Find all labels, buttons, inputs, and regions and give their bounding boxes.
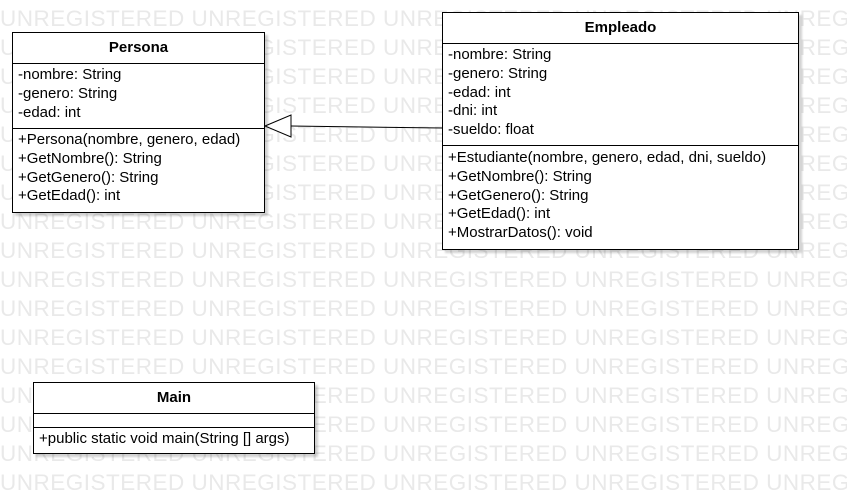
- method: +GetNombre(): String: [448, 167, 592, 185]
- class-main[interactable]: Main +public static void main(String [] …: [33, 382, 315, 454]
- class-persona[interactable]: Persona -nombre: String -genero: String …: [12, 32, 265, 213]
- class-main-methods: +public static void main(String [] args): [34, 427, 314, 452]
- class-empleado[interactable]: Empleado -nombre: String -genero: String…: [442, 12, 799, 250]
- class-empleado-attributes: -nombre: String -genero: String -edad: i…: [443, 44, 798, 145]
- generalization-line: [290, 125, 443, 129]
- class-empleado-title: Empleado: [443, 13, 798, 44]
- class-empleado-methods: +Estudiante(nombre, genero, edad, dni, s…: [443, 145, 798, 246]
- attribute: -edad: int: [448, 83, 511, 101]
- attribute: -dni: int: [448, 102, 498, 120]
- method: +Persona(nombre, genero, edad): [18, 131, 241, 148]
- class-persona-title: Persona: [13, 33, 264, 64]
- attribute: -edad: int: [18, 103, 81, 121]
- method: +GetGenero(): String: [448, 186, 589, 204]
- method: +public static void main(String [] args): [39, 430, 290, 447]
- class-persona-attributes: -nombre: String -genero: String -edad: i…: [13, 64, 264, 128]
- attribute: -genero: String: [18, 84, 118, 102]
- attribute: -nombre: String: [448, 46, 552, 63]
- generalization-arrowhead: [263, 114, 292, 138]
- class-main-attributes: [34, 414, 314, 427]
- attribute: -nombre: String: [18, 66, 122, 83]
- method: +GetGenero(): String: [18, 168, 159, 186]
- attribute: -genero: String: [448, 64, 548, 82]
- method: +GetNombre(): String: [18, 149, 162, 167]
- method: +Estudiante(nombre, genero, edad, dni, s…: [448, 149, 767, 166]
- attribute: -sueldo: float: [448, 121, 534, 139]
- method: +GetEdad(): int: [448, 205, 551, 223]
- method: +MostrarDatos(): void: [448, 224, 593, 242]
- class-main-title: Main: [34, 383, 314, 414]
- class-persona-methods: +Persona(nombre, genero, edad) +GetNombr…: [13, 128, 264, 209]
- method: +GetEdad(): int: [18, 187, 121, 205]
